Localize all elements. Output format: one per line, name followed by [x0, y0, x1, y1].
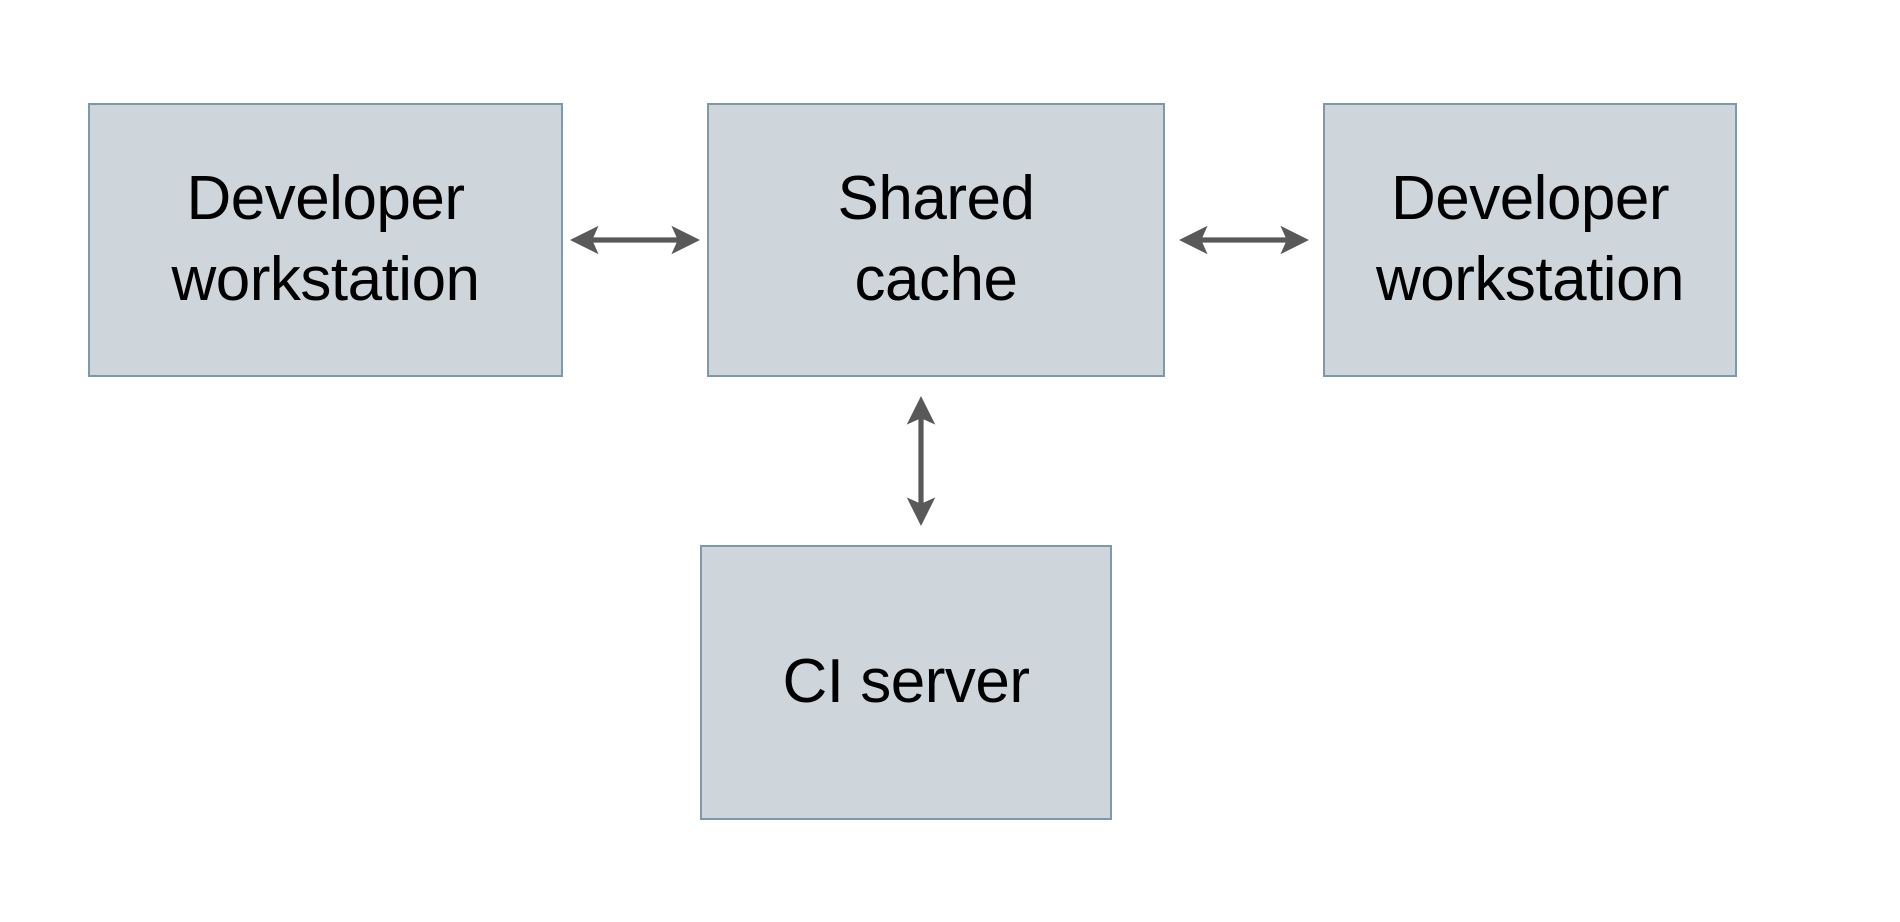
double-arrow-icon	[570, 225, 700, 255]
node-developer-workstation-right[interactable]: Developer workstation	[1323, 103, 1737, 377]
double-arrow-icon	[1179, 225, 1309, 255]
connector-shared-cache-to-right-workstation	[1165, 214, 1323, 266]
node-label: Developer workstation	[171, 164, 480, 314]
node-ci-server[interactable]: CI server	[700, 545, 1112, 820]
node-shared-cache[interactable]: Shared cache	[707, 103, 1165, 377]
node-developer-workstation-left[interactable]: Developer workstation	[88, 103, 563, 377]
node-label: Shared cache	[837, 164, 1035, 314]
double-arrow-icon	[906, 396, 936, 526]
node-label: Developer workstation	[1375, 164, 1685, 314]
connector-shared-cache-to-ci-server	[895, 377, 947, 545]
node-label: CI server	[782, 647, 1030, 717]
connector-left-workstation-to-shared-cache	[563, 214, 707, 266]
